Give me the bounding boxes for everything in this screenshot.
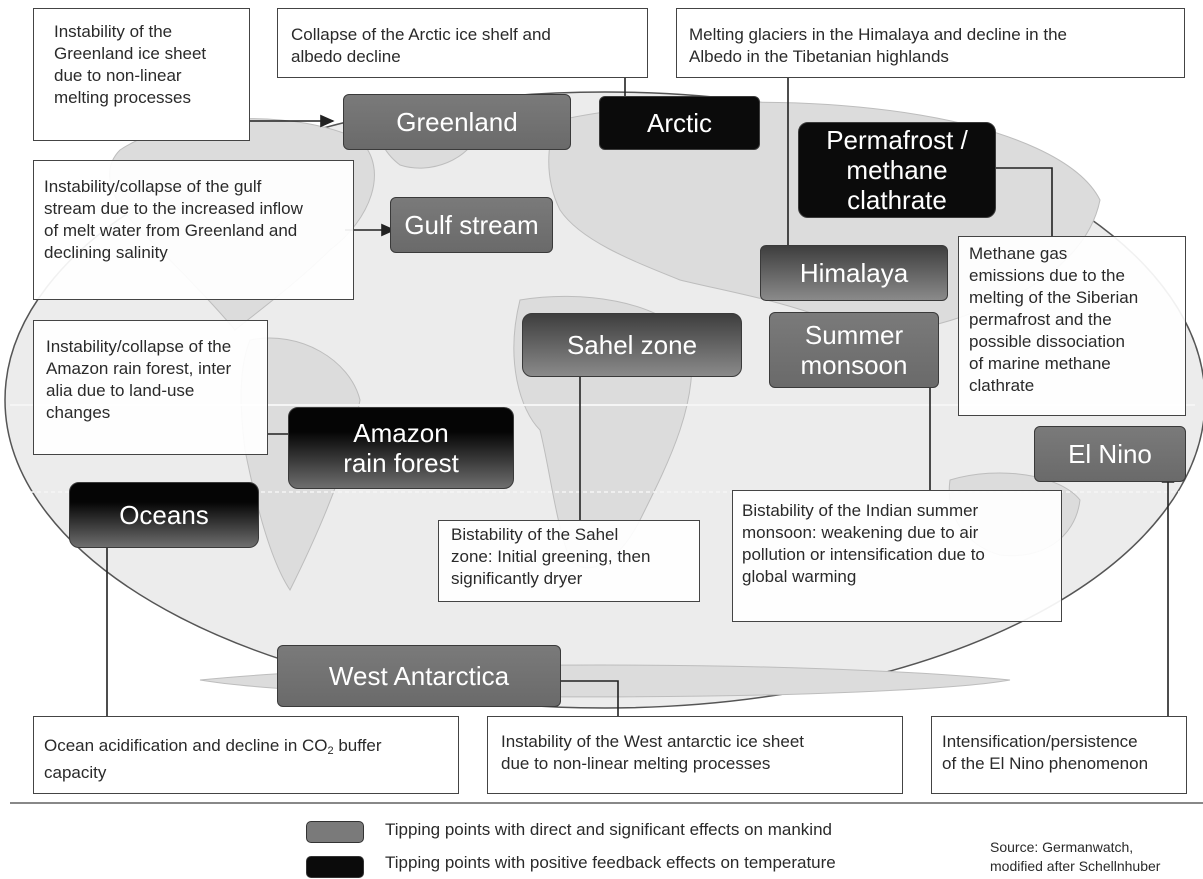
note-el-nino: Intensification/persistence of the El Ni… (931, 716, 1187, 794)
legend-label-gray: Tipping points with direct and significa… (385, 820, 832, 839)
note-oceans: Ocean acidification and decline in CO2 b… (33, 716, 459, 794)
tipping-point-el-nino: El Nino (1034, 426, 1186, 482)
note-permafrost: Methane gas emissions due to the melting… (958, 236, 1186, 416)
tipping-point-monsoon: Summer monsoon (769, 312, 939, 388)
note-greenland: Instability of the Greenland ice sheet d… (33, 8, 250, 141)
tipping-point-west-antarctica: West Antarctica (277, 645, 561, 707)
note-sahel: Bistability of the Sahel zone: Initial g… (438, 520, 700, 602)
arrow-west-antarctica (532, 674, 619, 716)
tipping-point-amazon: Amazon rain forest (288, 407, 514, 489)
note-oceans-text-b: buffer capacity (44, 736, 382, 782)
note-gulf-stream: Instability/collapse of the gulf stream … (33, 160, 354, 300)
legend-swatch-black (306, 856, 364, 878)
source-credit: Source: Germanwatch, modified after Sche… (990, 839, 1161, 874)
note-oceans-text-a: Ocean acidification and decline in CO (44, 736, 328, 755)
note-west-antarctica: Instability of the West antarctic ice sh… (487, 716, 903, 794)
tipping-point-permafrost: Permafrost / methane clathrate (798, 122, 996, 218)
tipping-point-gulf-stream: Gulf stream (390, 197, 553, 253)
note-monsoon: Bistability of the Indian summer monsoon… (732, 490, 1062, 622)
tipping-point-oceans: Oceans (69, 482, 259, 548)
tipping-point-himalaya: Himalaya (760, 245, 948, 301)
legend-label-black: Tipping points with positive feedback ef… (385, 853, 836, 872)
legend-swatch-gray (306, 821, 364, 843)
note-amazon: Instability/collapse of the Amazon rain … (33, 320, 268, 455)
note-arctic: Collapse of the Arctic ice shelf and alb… (277, 8, 648, 78)
tipping-point-arctic: Arctic (599, 96, 760, 150)
note-oceans-subscript: 2 (327, 745, 334, 757)
tipping-point-sahel: Sahel zone (522, 313, 742, 377)
tipping-point-greenland: Greenland (343, 94, 571, 150)
note-himalaya: Melting glaciers in the Himalaya and dec… (676, 8, 1185, 78)
connector-permafrost (996, 167, 1053, 236)
